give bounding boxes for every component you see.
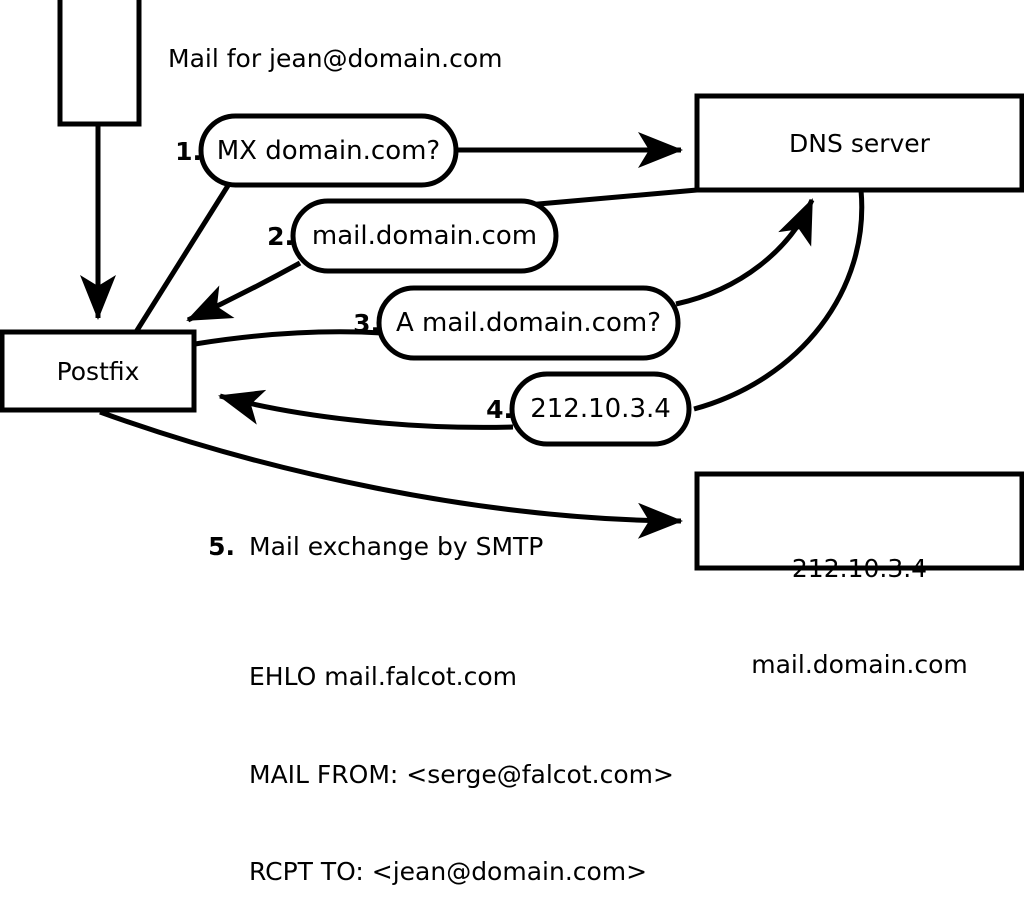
step-4-label: 212.10.3.4 xyxy=(530,394,671,424)
target-server-ip: 212.10.3.4 xyxy=(791,554,928,583)
transcript-line-2: MAIL FROM: <serge@falcot.com> xyxy=(249,759,674,789)
connector-postfix-to-step3 xyxy=(194,329,383,347)
smtp-transcript: EHLO mail.falcot.com MAIL FROM: <serge@f… xyxy=(249,596,674,919)
transcript-line-1: EHLO mail.falcot.com xyxy=(249,662,518,691)
step-2-number: 2. xyxy=(267,222,294,251)
target-server-label: 212.10.3.4 mail.domain.com xyxy=(697,489,1022,745)
connector-step3-to-dns xyxy=(675,198,815,307)
connector-step4-to-postfix xyxy=(218,389,514,430)
connector-step2-to-postfix xyxy=(186,260,302,323)
dns-server-label: DNS server xyxy=(789,129,930,158)
step2-bubble xyxy=(290,198,559,274)
step1-bubble xyxy=(198,113,459,188)
connector-dns-to-step2 xyxy=(526,187,698,208)
dns-server-box xyxy=(694,93,1024,193)
step-1-number: 1. xyxy=(175,137,202,166)
connector-postfix-to-target xyxy=(99,409,683,539)
step-3-label: A mail.domain.com? xyxy=(396,308,661,338)
step-2-label: mail.domain.com xyxy=(311,221,538,251)
step-5-number: 5. xyxy=(208,532,235,561)
step-4-number: 4. xyxy=(486,395,513,424)
step-5-label: Mail exchange by SMTP xyxy=(249,532,544,561)
step-1-label: MX domain.com? xyxy=(216,136,441,166)
step3-bubble xyxy=(376,285,681,361)
transcript-line-3: RCPT TO: <jean@domain.com> xyxy=(249,857,648,886)
target-server-host: mail.domain.com xyxy=(751,650,968,679)
mail-for-caption: Mail for jean@domain.com xyxy=(168,44,503,73)
step4-bubble xyxy=(509,371,692,447)
connector-dns-to-step4 xyxy=(693,189,865,412)
sender-box xyxy=(57,0,142,127)
connector-step1-to-postfix xyxy=(133,182,232,334)
target-server-box xyxy=(694,471,1024,571)
postfix-label: Postfix xyxy=(56,357,140,386)
postfix-box xyxy=(0,329,197,413)
step-3-number: 3. xyxy=(353,309,380,338)
